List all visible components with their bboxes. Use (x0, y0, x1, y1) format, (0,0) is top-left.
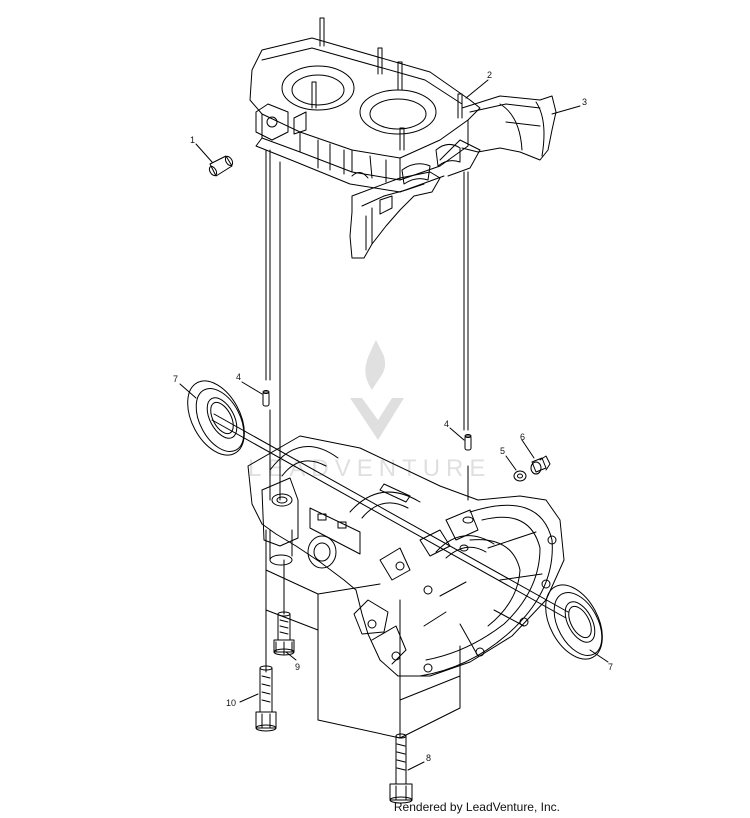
bolt-8 (389, 733, 413, 804)
lower-crankcase (247, 435, 565, 677)
dowel-4-right (464, 434, 472, 451)
drain-plug-6 (530, 455, 551, 475)
callout-7-right: 7 (608, 662, 613, 672)
callout-6: 6 (520, 432, 525, 442)
bolt-10 (255, 665, 277, 732)
watermark-text: LEADVENTURE (248, 455, 491, 482)
callout-3: 3 (582, 97, 587, 107)
alignment-lines (211, 149, 569, 739)
upper-case-flange (349, 144, 461, 259)
callout-4-right: 4 (444, 419, 449, 429)
callout-4-left: 4 (236, 372, 241, 382)
oil-seal-right (545, 584, 603, 660)
oil-seal-left (187, 380, 245, 456)
callout-7-left: 7 (173, 374, 178, 384)
callout-2: 2 (487, 70, 492, 80)
watermark-logo: LEADVENTURE (248, 340, 491, 482)
callout-10: 10 (226, 698, 236, 708)
render-credit: Rendered by LeadVenture, Inc. (393, 800, 560, 814)
intake-manifold (439, 95, 557, 177)
dowel-pin-1 (208, 155, 234, 177)
leader-lines (179, 79, 609, 771)
washer-5 (513, 470, 527, 482)
callout-1: 1 (190, 135, 195, 145)
dowel-4-left (262, 390, 270, 407)
callout-9: 9 (295, 662, 300, 672)
callout-labels: 1 2 3 4 4 5 6 7 7 8 9 10 (173, 70, 613, 763)
callout-5: 5 (500, 446, 505, 456)
upper-crankcase (249, 17, 481, 193)
bolt-9 (273, 611, 295, 656)
callout-8: 8 (426, 753, 431, 763)
